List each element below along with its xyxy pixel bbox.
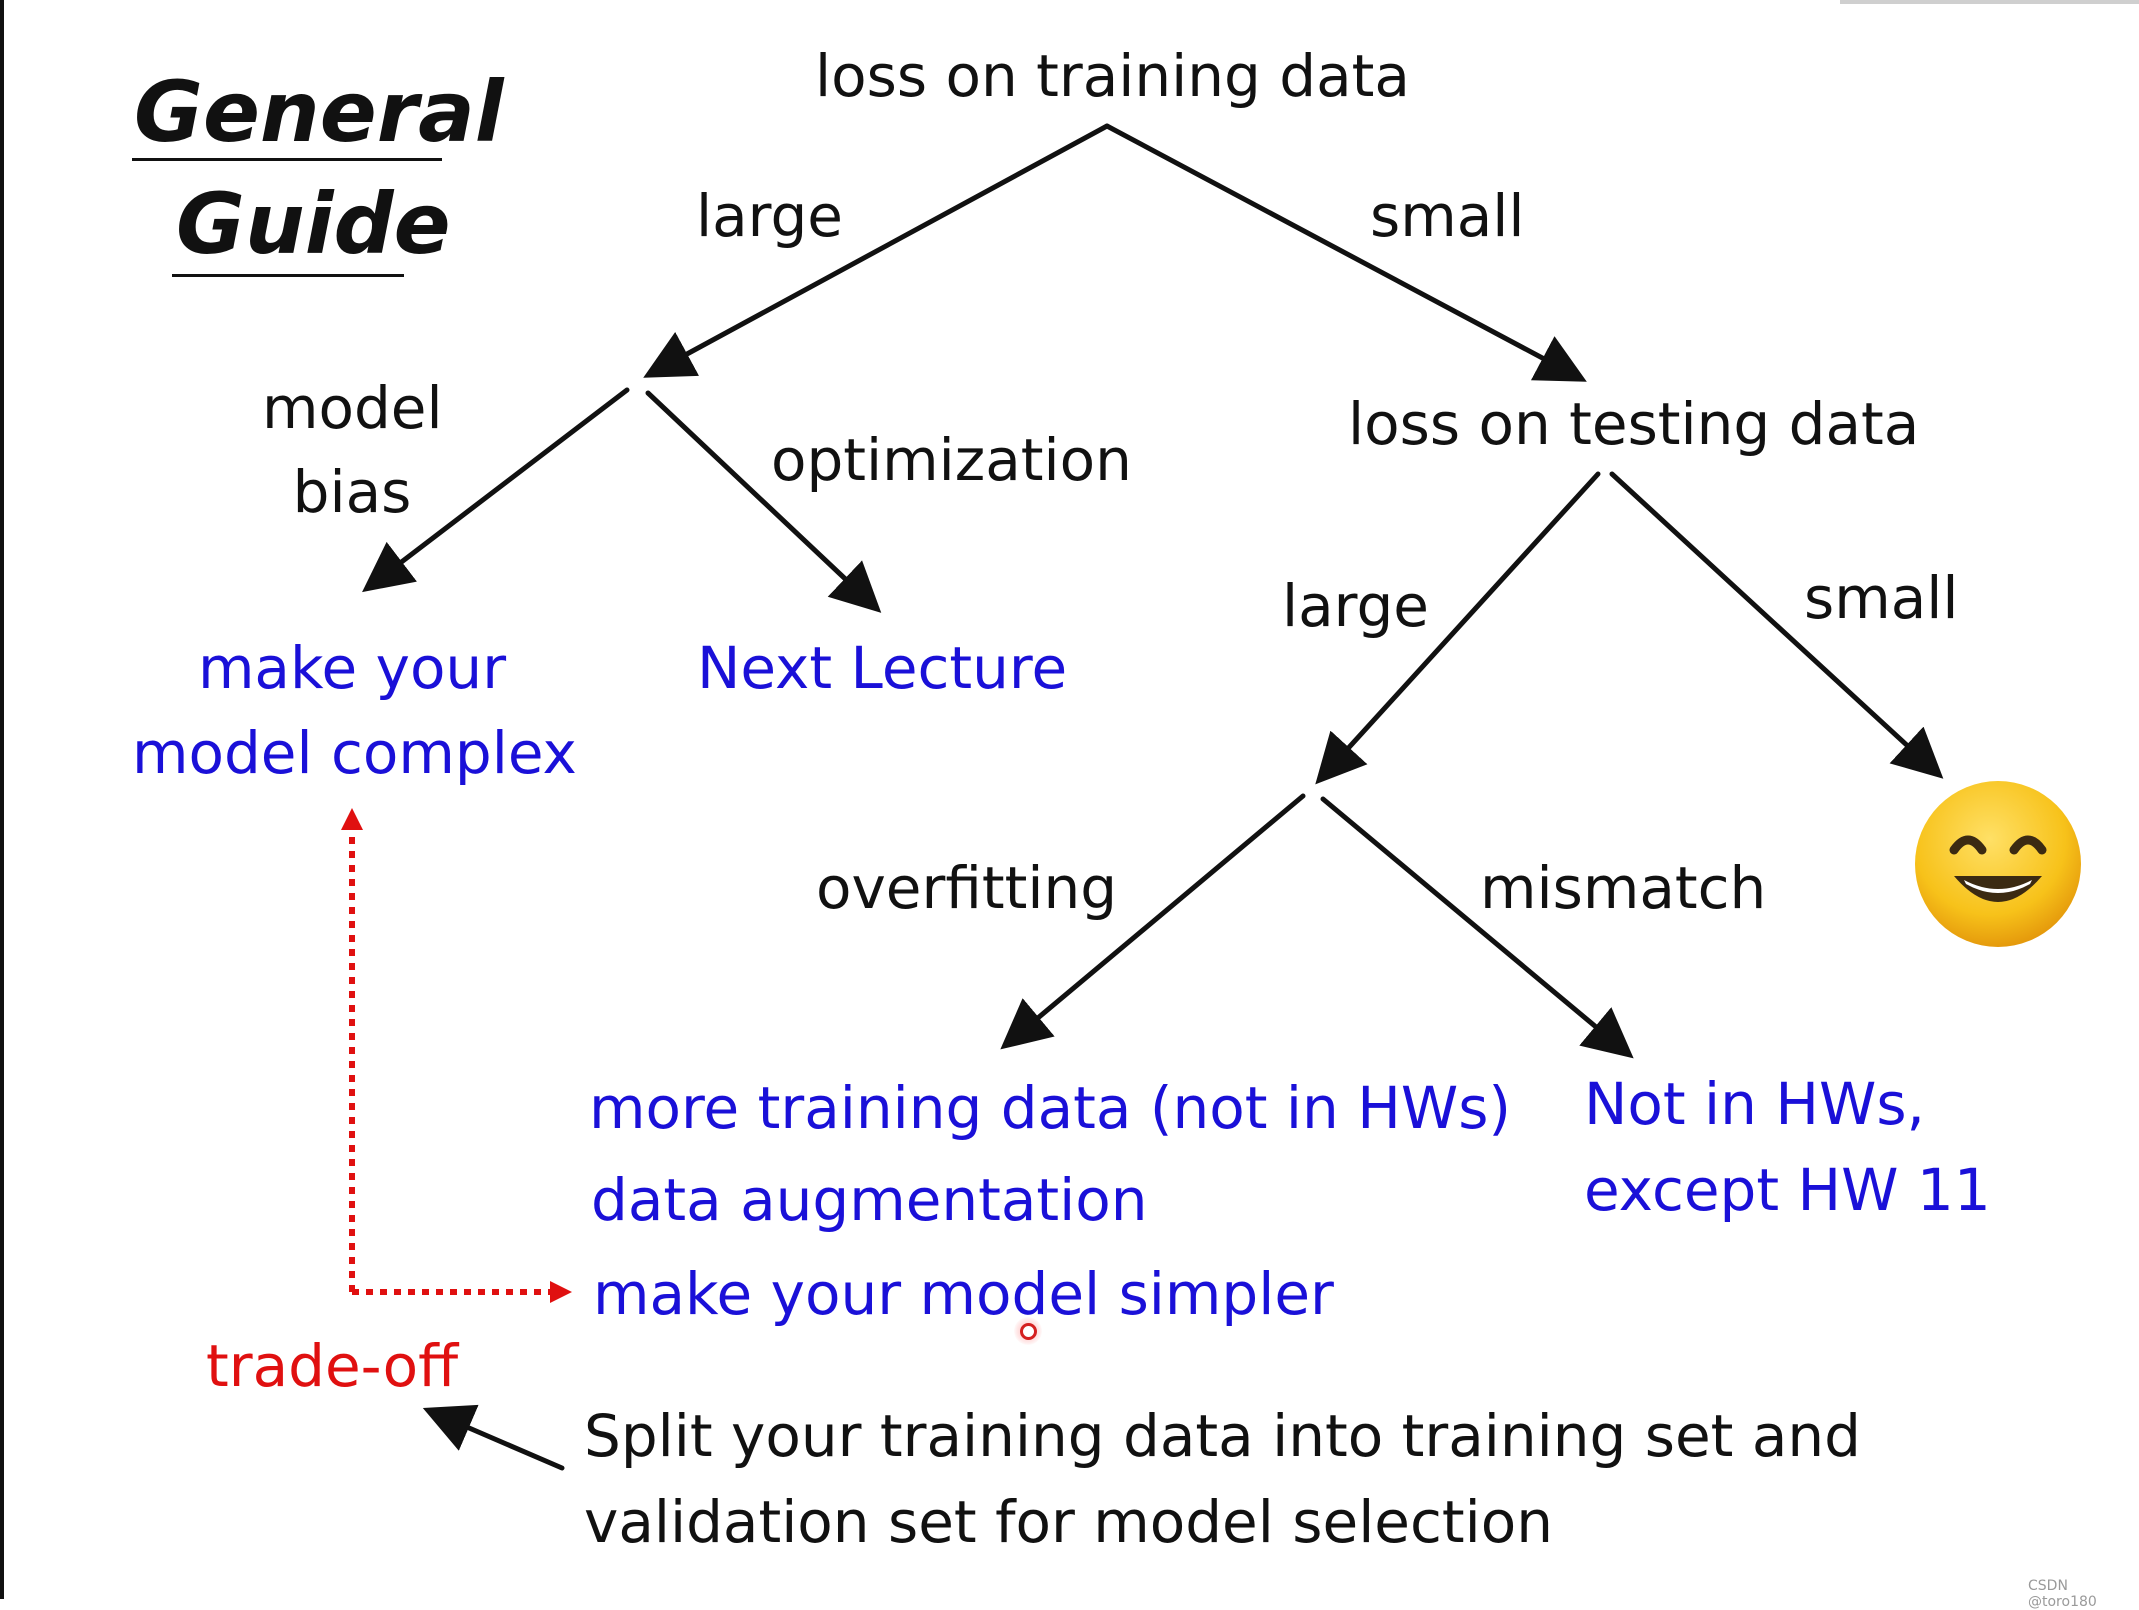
arrow-mismatch (1320, 796, 1634, 1059)
arrow-overfitting (1000, 793, 1306, 1050)
top-right-bar (1840, 0, 2139, 4)
title-line-2: Guide (176, 175, 451, 273)
edge-label-small-2: small (1804, 564, 1959, 632)
edge-label-model-bias-1: model (262, 374, 443, 442)
arrow-testing-small (1609, 471, 1944, 779)
dotted-arrowhead-right (550, 1281, 572, 1303)
leaf-next-lecture: Next Lecture (697, 634, 1068, 702)
root-node: loss on training data (815, 42, 1410, 110)
leaf-not-in-hws-1: Not in HWs, (1584, 1070, 1925, 1138)
arrow-root-small (1104, 123, 1587, 382)
left-border (0, 0, 4, 1599)
split-text-1: Split your training data into training s… (584, 1402, 1861, 1470)
watermark: CSDN @toro180 (2028, 1578, 2097, 1610)
leaf-make-complex-1: make your (197, 634, 507, 702)
split-text-2: validation set for model selection (584, 1488, 1553, 1556)
edge-label-mismatch: mismatch (1480, 854, 1767, 922)
leaf-make-simpler: make your model simpler (593, 1260, 1334, 1328)
smiling-face-icon (1915, 781, 2081, 947)
dotted-arrowhead-up (341, 808, 363, 830)
testing-node: loss on testing data (1348, 390, 1920, 458)
arrow-model-bias (362, 387, 630, 593)
title-underline-2 (172, 274, 404, 277)
leaf-not-in-hws-2: except HW 11 (1584, 1156, 1991, 1224)
leaf-make-complex-2: model complex (132, 719, 577, 787)
edge-label-small-1: small (1370, 182, 1525, 250)
arrow-optimization (645, 390, 882, 613)
edge-label-overfitting: overfitting (816, 854, 1118, 922)
tradeoff-label: trade-off (206, 1332, 459, 1400)
pointer-cursor-icon (1020, 1323, 1037, 1340)
edge-label-optimization: optimization (771, 426, 1132, 494)
title-line-1: General (134, 63, 504, 161)
edge-label-large-1: large (696, 182, 843, 250)
leaf-augmentation: data augmentation (591, 1166, 1148, 1234)
arrow-root-large (643, 123, 1110, 378)
leaf-more-data: more training data (not in HWs) (589, 1074, 1512, 1142)
edge-label-model-bias-2: bias (292, 458, 412, 526)
title-underline-1 (132, 158, 442, 161)
edge-label-large-2: large (1282, 572, 1429, 640)
arrow-split-to-tradeoff (422, 1404, 565, 1471)
arrow-testing-large (1315, 471, 1601, 785)
